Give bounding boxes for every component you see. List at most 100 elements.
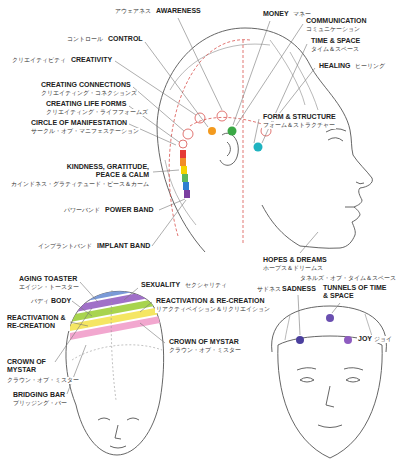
- part-label: SADNESS: [281, 285, 317, 293]
- part-label: CROWN OF MYSTAR: [6, 358, 54, 375]
- japanese-label: フォーム＆ストラクチャー: [262, 122, 336, 129]
- front-face: [272, 306, 387, 458]
- leader-lines: [115, 18, 318, 253]
- leader-lines: [70, 322, 88, 326]
- rainbow-band: [180, 150, 190, 198]
- face-points: [296, 336, 304, 344]
- crown-head: [98, 418, 110, 420]
- part-label: COMMUNICATION: [305, 17, 368, 25]
- part-label: REACTIVATION & RE-CREATION: [6, 314, 70, 331]
- part-label: HOPES & DREAMS: [262, 256, 328, 264]
- front-face: [326, 386, 334, 407]
- face-points: [326, 314, 334, 322]
- energy-points: [179, 140, 187, 148]
- energy-points: [183, 129, 193, 139]
- part-label: REACTIVATION & RE-CREATION: [155, 297, 266, 305]
- leader-lines: [124, 288, 138, 300]
- japanese-label: クリエイティング・ライフフォームズ: [45, 109, 149, 116]
- part-label: JOY: [357, 335, 373, 343]
- energy-points: [254, 143, 263, 152]
- front-face: [278, 345, 382, 458]
- japanese-label: ヒーリング: [354, 63, 386, 70]
- profile-head: [326, 129, 346, 132]
- part-label: CREATING LIFE FORMS: [45, 100, 127, 108]
- leader-lines: [159, 199, 185, 210]
- part-label: CONTROL: [107, 35, 144, 43]
- crown-guides: [72, 290, 162, 400]
- front-face: [278, 336, 382, 345]
- rainbow-band: [182, 174, 188, 182]
- part-label: CIRCLE OF MANIFESTATION: [30, 119, 128, 127]
- rainbow-band: [181, 166, 187, 174]
- leader-lines: [298, 295, 300, 335]
- front-face: [272, 306, 387, 352]
- japanese-label: タネルズ・オブ・タイム＆スペース: [299, 275, 397, 282]
- japanese-label: クリエイティビティ: [11, 57, 67, 64]
- hair-strands: [165, 40, 318, 225]
- profile-head: [328, 138, 343, 141]
- part-label: MONEY: [262, 10, 290, 18]
- part-label: BRIDGING BAR: [12, 391, 66, 399]
- profile-head: [157, 28, 372, 252]
- part-label: TUNNELS OF TIME & SPACE: [322, 284, 390, 301]
- guide-lines: [243, 40, 244, 244]
- japanese-label: リアクティベイション＆リクリエイション: [155, 306, 271, 313]
- hair-strands: [170, 44, 270, 90]
- rainbow-band: [180, 150, 186, 158]
- rainbow-band: [183, 182, 189, 190]
- leader-lines: [152, 200, 186, 246]
- japanese-label: コミュニケーション: [305, 26, 361, 33]
- rainbow-band: [180, 158, 186, 166]
- leader-lines: [233, 21, 270, 125]
- rainbow-band: [184, 190, 190, 198]
- part-label: CREATIVITY: [70, 56, 113, 64]
- part-label: POWER BAND: [104, 206, 155, 214]
- profile-head: [356, 182, 364, 184]
- energy-points: [179, 111, 271, 152]
- leader-lines: [332, 303, 340, 313]
- japanese-label: インプラントバンド: [37, 243, 93, 250]
- leader-lines: [72, 301, 92, 316]
- part-label: HEALING: [318, 62, 352, 70]
- part-label: AWARENESS: [155, 7, 202, 15]
- crown-head: [110, 446, 126, 448]
- crown-head: [127, 418, 139, 420]
- japanese-label: サークル・オブ・マニフェステーション: [30, 128, 140, 135]
- leader-lines: [67, 345, 86, 394]
- part-label: CROWN OF MYSTAR: [168, 338, 240, 346]
- leader-lines: [140, 323, 165, 343]
- leader-lines: [80, 282, 98, 302]
- japanese-label: セクシャリティ: [184, 282, 228, 289]
- profile-head: [262, 205, 300, 246]
- japanese-label: サドネス: [256, 286, 282, 293]
- hair-strands: [270, 40, 305, 105]
- front-face: [297, 368, 316, 370]
- japanese-label: ホープス＆ドリームス: [262, 265, 324, 272]
- part-label: TIME & SPACE: [310, 37, 361, 45]
- part-label: IMPLANT BAND: [96, 242, 151, 250]
- face-points: [296, 314, 352, 344]
- profile-head: [345, 207, 354, 208]
- leader-lines: [298, 295, 340, 335]
- leader-lines: [300, 232, 318, 253]
- leader-lines: [254, 119, 259, 143]
- energy-points: [228, 127, 237, 136]
- leader-lines: [140, 302, 152, 312]
- profile-head: [157, 28, 372, 252]
- japanese-label: ブリッジング・バー: [12, 400, 68, 407]
- energy-points: [208, 127, 216, 135]
- front-face: [346, 378, 360, 383]
- front-face: [318, 425, 342, 428]
- leader-lines: [145, 42, 208, 127]
- front-face: [344, 368, 363, 370]
- energy-points: [195, 113, 205, 123]
- japanese-label: クラウン・オブ・ミスター: [168, 347, 242, 354]
- japanese-label: ジョイ: [373, 336, 393, 343]
- part-label: CREATING CONNECTIONS: [40, 81, 132, 89]
- guide-lines: [169, 40, 262, 244]
- part-label: KINDNESS, GRATITUDE, PEACE & CALM: [56, 163, 150, 180]
- japanese-label: タイム＆スペース: [310, 46, 360, 53]
- japanese-label: クラウン・オブ・ミスター: [6, 377, 80, 384]
- japanese-label: クリエイティング・コネクションズ: [40, 90, 138, 97]
